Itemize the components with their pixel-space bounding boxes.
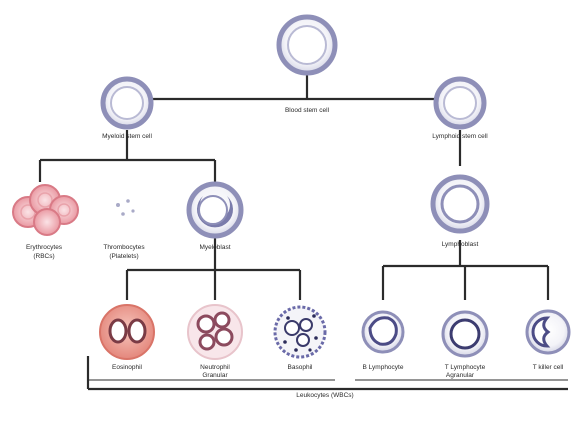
lymphoblast-label: Lymphoblast [441,241,479,248]
leukocytes-label: Leukocytes (WBCs) [296,392,354,399]
basophil-cell [273,305,327,359]
lymphoblast-cell [430,174,490,234]
thrombocytes-cells [116,199,135,216]
erythrocytes-sublabel: (RBCs) [33,253,55,260]
myeloblast-cell [186,181,244,239]
lymphoid-stem-cell [433,76,487,130]
myeloid-stem-label: Myeloid stem cell [102,133,152,140]
connector-lines [38,75,568,391]
thrombocytes-label: Thrombocytes [103,244,145,251]
t-lymphocyte-label: T Lymphocyte [444,364,486,371]
eosinophil-cell [99,304,155,360]
t-killer-cell-label: T killer cell [532,364,564,371]
lymphoid-stem-label: Lymphoid stem cell [432,133,488,140]
b-lymphocyte-label: B Lymphocyte [362,364,404,371]
neutrophil-cell [187,304,243,360]
eosinophil-label: Eosinophil [112,364,142,371]
b-lymphocyte-cell [361,310,405,354]
myeloid-stem-cell [100,76,154,130]
stem-cell-label: Blood stem cell [284,107,330,114]
t-lymphocyte-cell [441,310,489,358]
neutrophil-label: Neutrophil [200,364,230,371]
stem-cell [276,14,338,76]
t-killer-cell [525,309,571,355]
myeloblast-label: Myeloblast [199,244,231,251]
thrombocytes-sublabel: (Platelets) [109,253,139,260]
basophil-label: Basophil [287,364,313,371]
erythrocytes-label: Erythrocytes [25,244,63,251]
agranular-label: Agranular [445,372,475,379]
erythrocytes-cells [12,184,79,236]
granular-label: Granular [202,372,228,379]
